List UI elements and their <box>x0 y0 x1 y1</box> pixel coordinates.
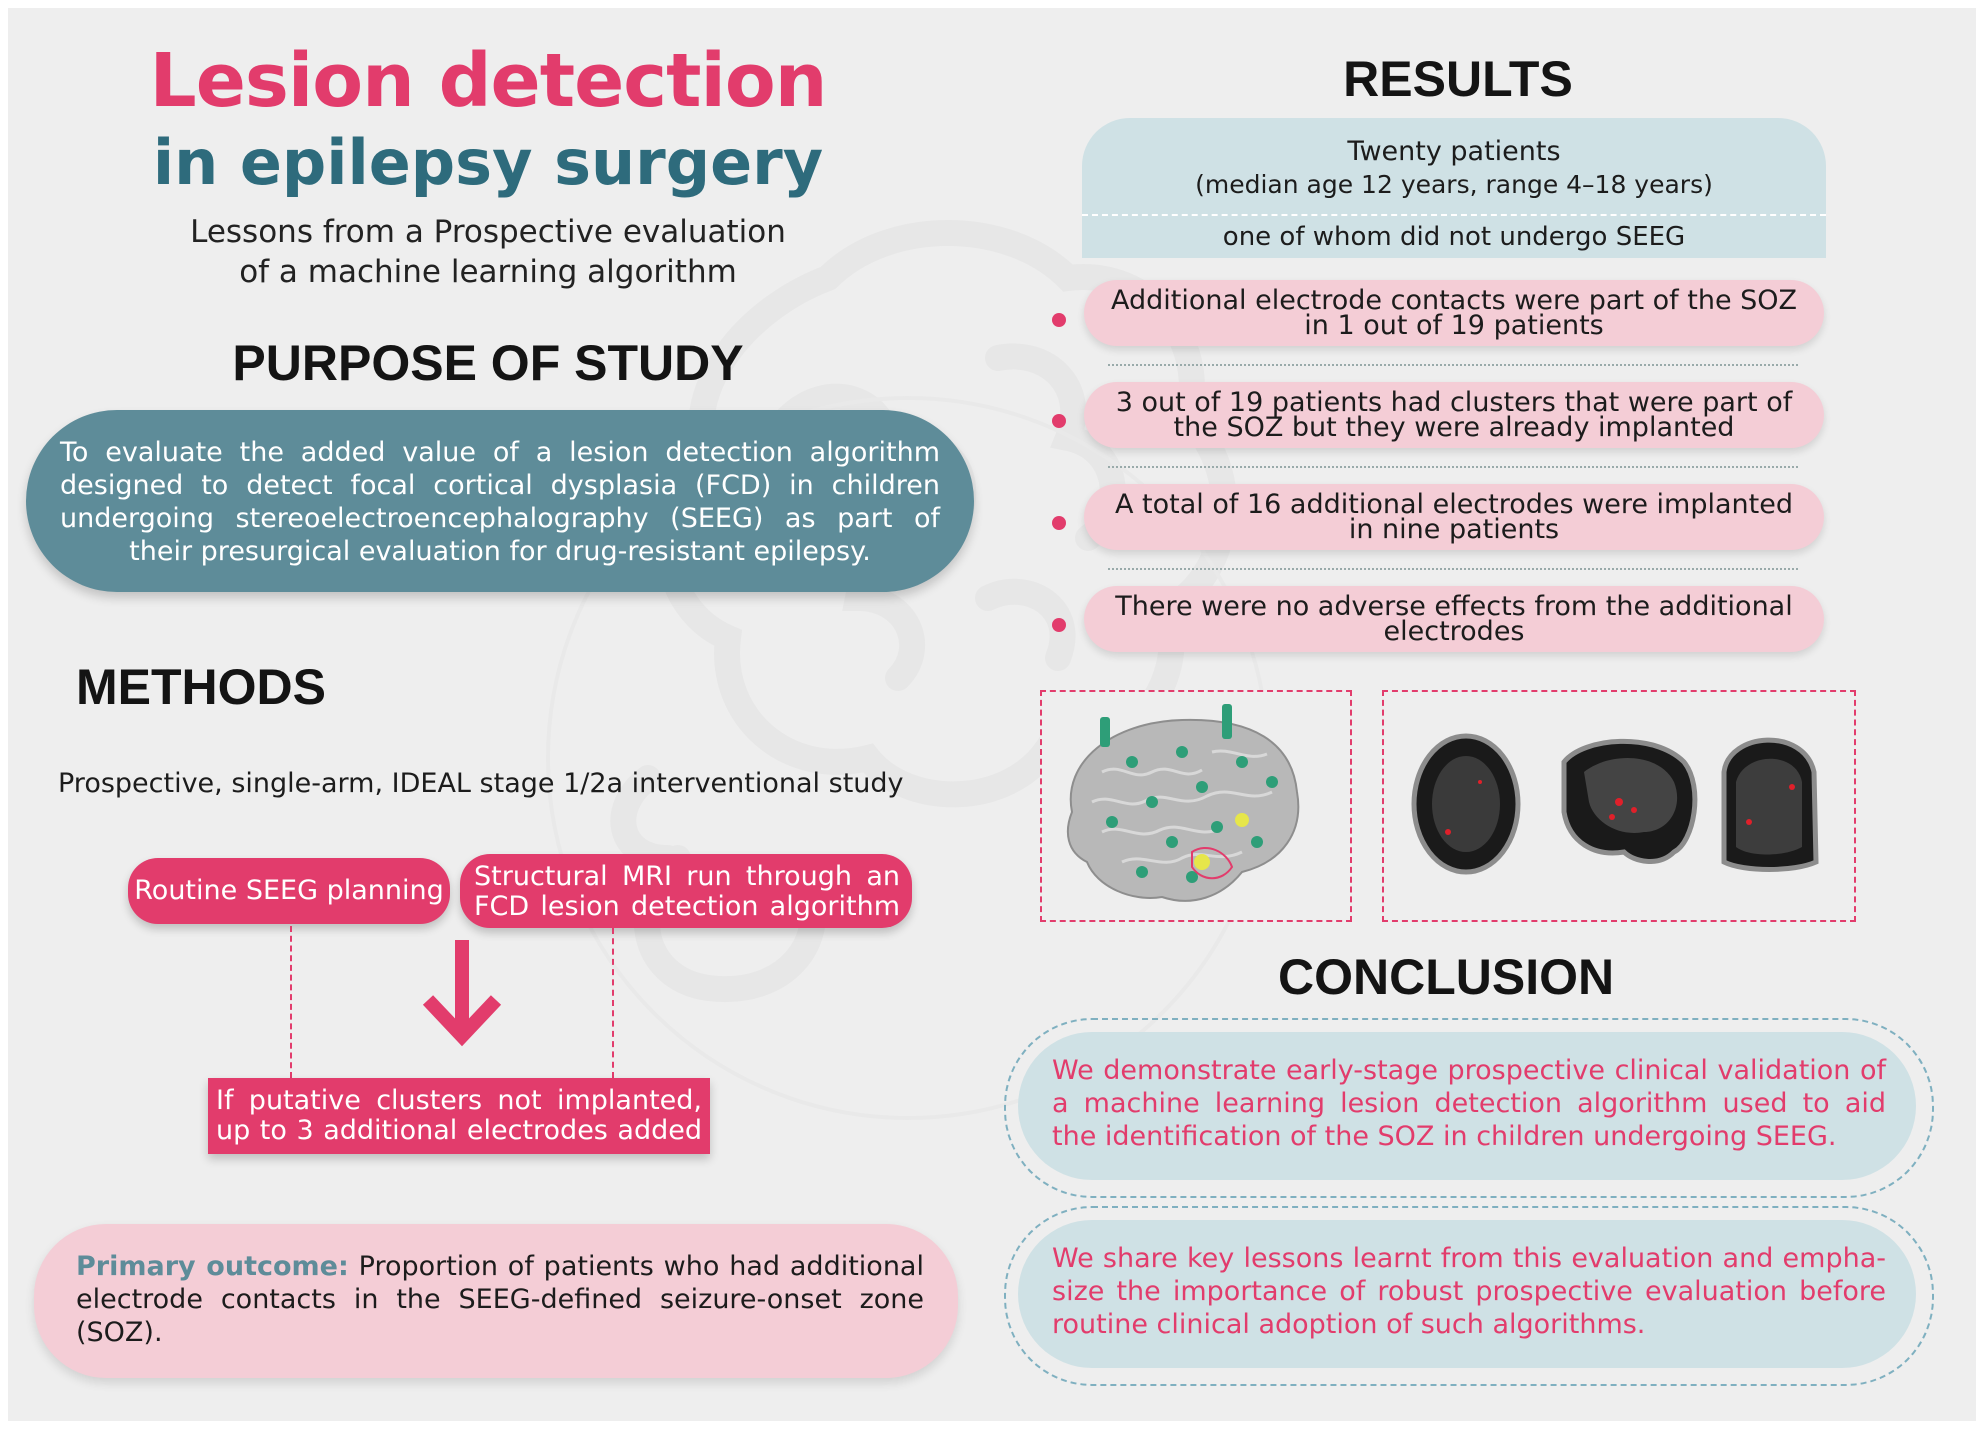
result-item-line1: 3 out of 19 patients had clusters that w… <box>1115 387 1793 418</box>
conclusion-frame <box>1004 1206 1934 1386</box>
purpose-text: To evaluate the added value of a lesion … <box>60 437 940 567</box>
bullet-icon <box>1052 516 1066 530</box>
patients-box: Twenty patients (median age 12 years, ra… <box>1082 118 1826 214</box>
result-item-line2: in 1 out of 19 patients <box>1304 310 1604 341</box>
conclusion-frame <box>1004 1018 1934 1198</box>
result-item: 3 out of 19 patients had clusters that w… <box>1084 382 1824 448</box>
brain-3d-figure <box>1040 690 1352 922</box>
bullet-icon <box>1052 414 1066 428</box>
flow-connector-left <box>290 926 292 1078</box>
results-heading: RESULTS <box>1343 51 1573 107</box>
primary-outcome-label: Primary outcome: <box>76 1251 349 1282</box>
result-item: Additional electrode contacts were part … <box>1084 280 1824 346</box>
title-line1: Lesion detection <box>149 38 828 124</box>
result-item-line2: in nine patients <box>1348 514 1560 545</box>
primary-outcome-text: Primary outcome: Proportion of patients … <box>76 1250 924 1349</box>
methods-description: Prospective, single-arm, IDEAL stage 1/2… <box>58 768 904 799</box>
subtitle: Lessons from a Prospective evaluation of… <box>8 212 968 292</box>
structural-mri-box: Structural MRI run through an FCD lesion… <box>460 854 912 928</box>
routine-seeg-box: Routine SEEG planning <box>128 858 450 924</box>
result-item-line2: electrodes <box>1383 616 1525 647</box>
result-item-line1: There were no adverse effects from the a… <box>1115 591 1793 622</box>
structural-mri-label: Structural MRI run through an FCD lesion… <box>474 861 900 922</box>
additional-electrodes-box: If putative clusters not implanted, up t… <box>208 1078 710 1154</box>
methods-heading: METHODS <box>76 659 326 715</box>
result-item-line1: Additional electrode contacts were part … <box>1110 285 1798 316</box>
no-seeg-bar: one of whom did not undergo SEEG <box>1082 214 1826 258</box>
conclusion-statement-2: We share key lessons learnt from this ev… <box>1052 1243 1886 1340</box>
primary-outcome-body: Proportion of patients who had additiona… <box>76 1251 924 1348</box>
subtitle-line1: Lessons from a Prospective evaluation <box>190 214 786 250</box>
result-item: A total of 16 additional electrodes were… <box>1084 484 1824 550</box>
conclusion-statement-box: We share key lessons learnt from this ev… <box>1018 1220 1916 1368</box>
result-divider <box>1108 364 1798 366</box>
down-arrow-icon <box>422 940 502 1047</box>
result-item: There were no adverse effects from the a… <box>1084 586 1824 652</box>
conclusion-statement-1: We demonstrate early-stage prospective c… <box>1052 1055 1886 1152</box>
purpose-box: To evaluate the added value of a lesion … <box>26 410 974 592</box>
additional-electrodes-label: If putative clusters not implanted, up t… <box>216 1085 702 1146</box>
patients-age: (median age 12 years, range 4–18 years) <box>1195 170 1713 199</box>
patients-count: Twenty patients <box>1347 136 1561 167</box>
mri-slices-image <box>1411 733 1819 875</box>
mri-slices-figure <box>1382 690 1856 922</box>
conclusion-heading: CONCLUSION <box>1278 949 1615 1005</box>
result-item-line2: the SOZ but they were already implanted <box>1173 412 1735 443</box>
conclusion-statement-box: We demonstrate early-stage prospective c… <box>1018 1032 1916 1180</box>
bullet-icon <box>1052 618 1066 632</box>
bullet-icon <box>1052 313 1066 327</box>
result-divider <box>1108 568 1798 570</box>
brain-3d-image <box>1066 704 1300 902</box>
result-divider <box>1108 466 1798 468</box>
result-item-line1: A total of 16 additional electrodes were… <box>1114 489 1793 520</box>
infographic-page: Lesion detection in epilepsy surgery Les… <box>8 8 1976 1421</box>
purpose-heading: PURPOSE OF STUDY <box>232 335 744 391</box>
subtitle-line2: of a machine learning algorithm <box>239 254 737 290</box>
title-line2: in epilepsy surgery <box>152 126 824 199</box>
flow-connector-right <box>612 928 614 1078</box>
primary-outcome-box: Primary outcome: Proportion of patients … <box>34 1224 958 1378</box>
